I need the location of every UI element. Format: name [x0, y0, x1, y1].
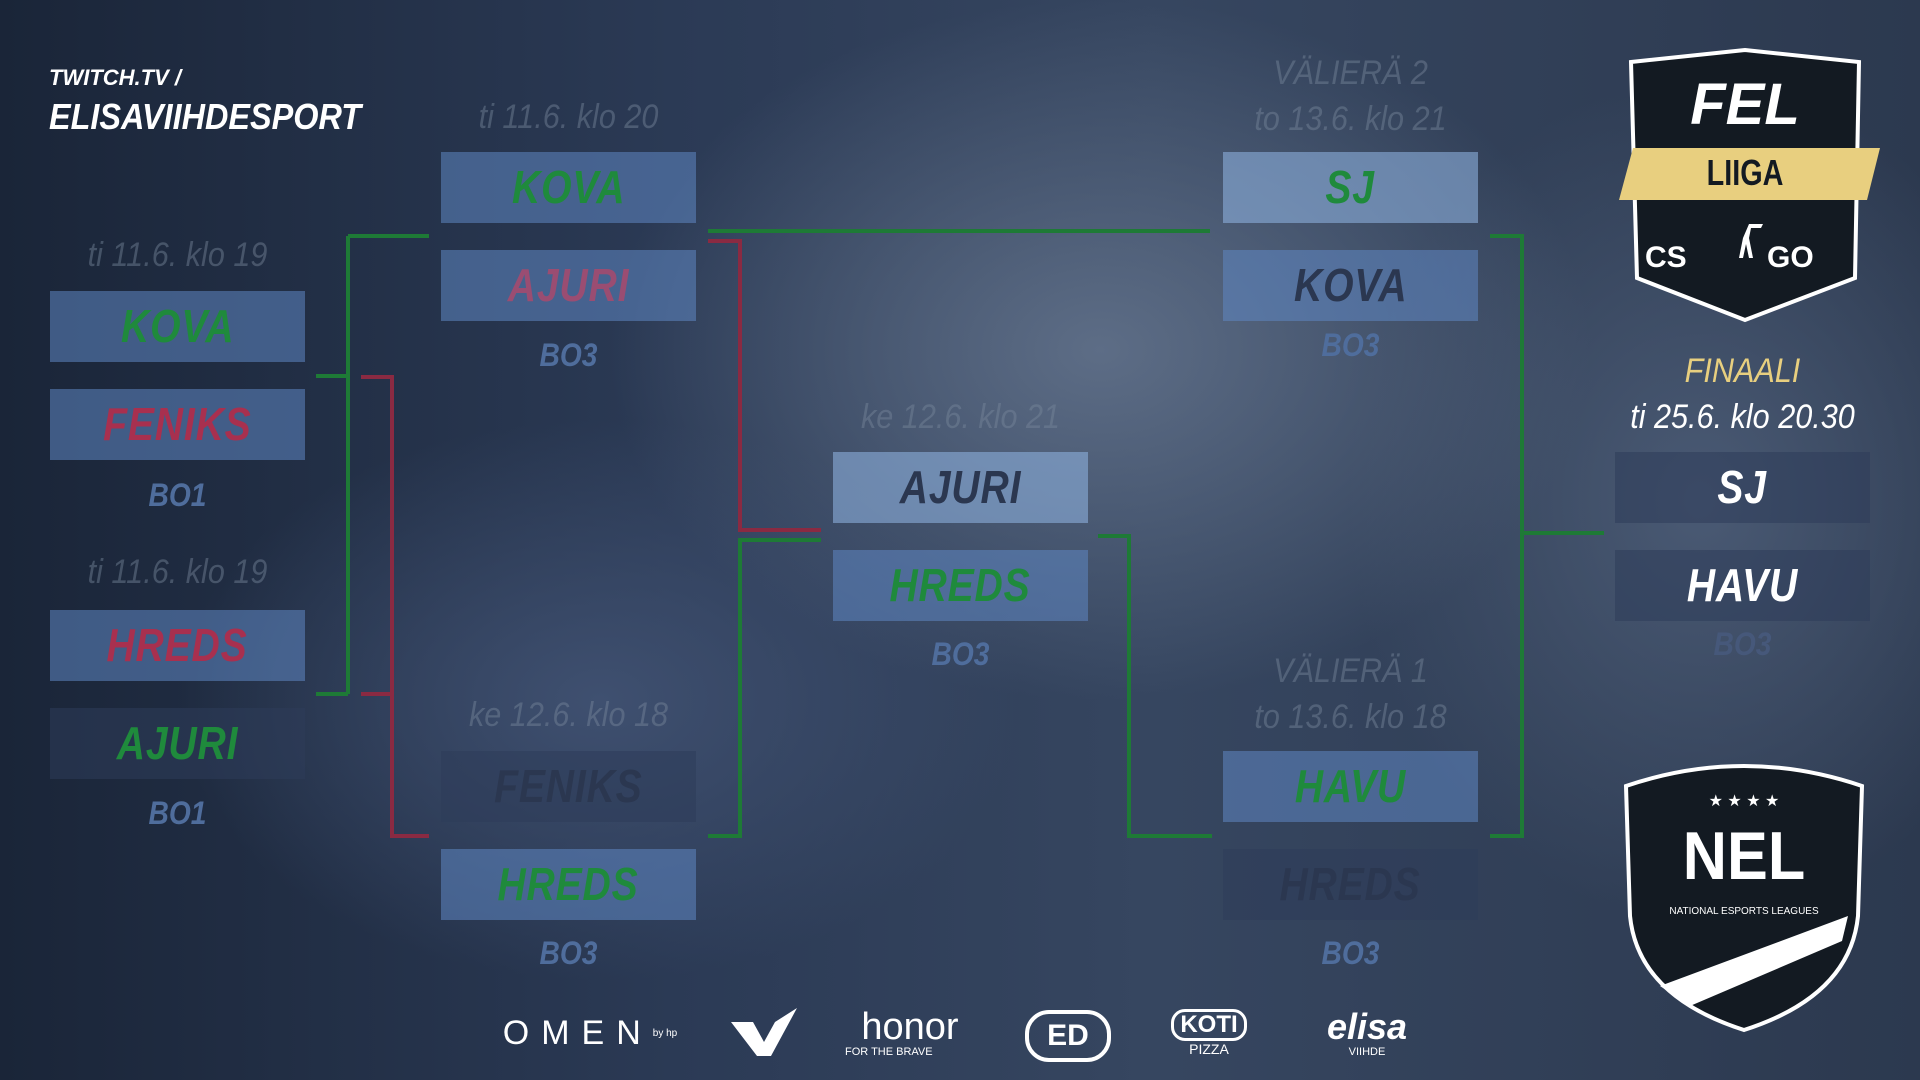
team-box: KOVA	[441, 152, 696, 223]
team-box: SJ	[1615, 452, 1870, 523]
twitch-label: TWITCH.TV /	[49, 65, 181, 90]
team-name: AJURI	[507, 259, 630, 312]
final-date: ti 25.6. klo 20.30	[1630, 398, 1855, 436]
pizza-text: PIZZA	[1189, 1041, 1229, 1057]
sponsor-ed: ED	[1025, 1010, 1111, 1062]
liiga-text: LIIGA	[1706, 152, 1784, 193]
match-format: BO3	[539, 935, 598, 971]
match-date: ke 12.6. klo 21	[860, 398, 1061, 436]
line	[708, 239, 821, 532]
svg-text:★ ★ ★ ★: ★ ★ ★ ★	[1709, 793, 1780, 810]
team-box: AJURI	[50, 708, 305, 779]
team-box: HREDS	[50, 610, 305, 681]
fel-text: FEL	[1690, 72, 1800, 137]
team-name: HREDS	[106, 619, 249, 672]
csgo-text-left: CS	[1645, 241, 1687, 274]
omen-text: OMEN	[502, 1013, 653, 1052]
match-format: BO1	[148, 477, 207, 513]
nel-text: NEL	[1682, 818, 1806, 894]
sponsor-v-logo	[731, 1005, 797, 1061]
match-format: BO3	[539, 337, 598, 373]
match-date: to 13.6. klo 18	[1254, 698, 1447, 736]
team-box: HREDS	[833, 550, 1088, 621]
team-box: FENIKS	[441, 751, 696, 822]
team-box: AJURI	[833, 452, 1088, 523]
line	[708, 538, 821, 838]
team-name: FENIKS	[494, 760, 643, 813]
team-name: AJURI	[899, 461, 1022, 514]
team-box: KOVA	[50, 291, 305, 362]
team-name: HREDS	[889, 559, 1032, 612]
koti-text: KOTI	[1171, 1009, 1247, 1041]
team-box: AJURI	[441, 250, 696, 321]
elisa-text: elisa	[1326, 1005, 1408, 1047]
honor-tagline: FOR THE BRAVE	[845, 1045, 933, 1058]
team-name: HAVU	[1686, 559, 1799, 612]
semi-title: VÄLIERÄ 2	[1273, 54, 1428, 92]
nel-logo: ★ ★ ★ ★ NEL NATIONAL ESPORTS LEAGUES	[1620, 756, 1868, 1034]
team-name: KOVA	[120, 300, 235, 353]
team-box: KOVA	[1223, 250, 1478, 321]
match-format: BO3	[1713, 626, 1772, 662]
match-format: BO3	[1321, 935, 1380, 971]
line	[361, 375, 429, 838]
team-box: SJ	[1223, 152, 1478, 223]
team-name: HREDS	[497, 858, 640, 911]
team-box: FENIKS	[50, 389, 305, 460]
match-format: BO3	[931, 636, 990, 672]
match-date: to 13.6. klo 21	[1254, 100, 1447, 138]
channel-name: ELISAVIIHDESPORT	[49, 96, 362, 137]
csgo-text-right: GO	[1767, 241, 1814, 274]
line	[1490, 234, 1524, 838]
nel-subtitle: NATIONAL ESPORTS LEAGUES	[1669, 906, 1819, 917]
team-name: SJ	[1717, 461, 1768, 514]
match-format: BO3	[1321, 327, 1380, 363]
viihde-text: VIIHDE	[1348, 1045, 1386, 1058]
team-name: HREDS	[1279, 858, 1422, 911]
fel-liiga-logo: FEL LIIGA CS GO	[1605, 47, 1885, 324]
ed-text: ED	[1047, 1019, 1089, 1052]
team-name: SJ	[1325, 161, 1376, 214]
team-name: HAVU	[1294, 760, 1407, 813]
team-name: KOVA	[511, 161, 626, 214]
honor-text: honor	[861, 1005, 959, 1048]
line	[1098, 534, 1212, 838]
team-box: HAVU	[1615, 550, 1870, 621]
team-box: HAVU	[1223, 751, 1478, 822]
team-name: KOVA	[1293, 259, 1408, 312]
omen-by: by hp	[652, 1027, 678, 1039]
match-date: ke 12.6. klo 18	[468, 696, 669, 734]
final-title: FINAALI	[1684, 352, 1801, 390]
team-name: FENIKS	[103, 398, 252, 451]
team-name: AJURI	[116, 717, 239, 770]
team-box: HREDS	[1223, 849, 1478, 920]
match-date: ti 11.6. klo 19	[87, 236, 268, 274]
match-date: ti 11.6. klo 20	[478, 98, 659, 136]
match-date: ti 11.6. klo 19	[87, 553, 268, 591]
semi-title: VÄLIERÄ 1	[1273, 652, 1428, 690]
match-format: BO1	[148, 795, 207, 831]
team-box: HREDS	[441, 849, 696, 920]
